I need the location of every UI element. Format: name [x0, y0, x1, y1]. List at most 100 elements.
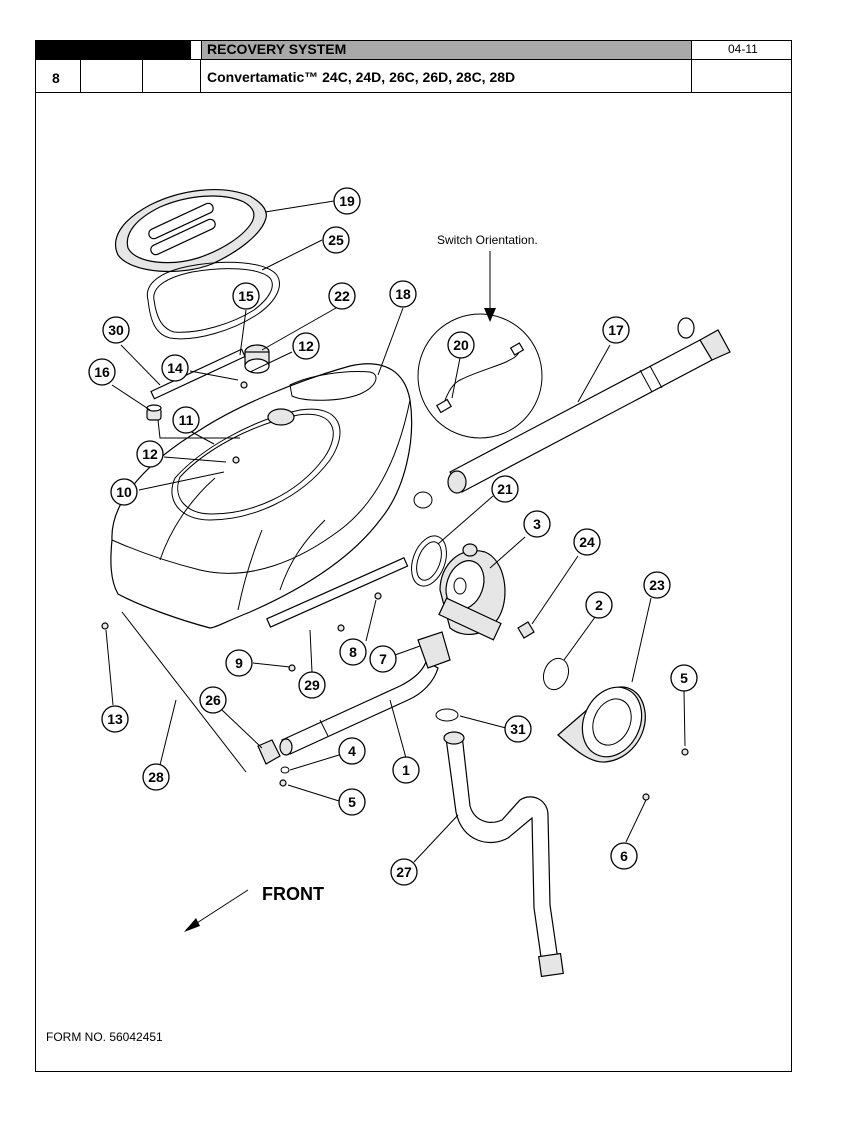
callout-25: 25 — [322, 226, 350, 254]
svg-text:20: 20 — [453, 337, 469, 353]
callout-10: 10 — [110, 478, 138, 506]
strip-part — [150, 348, 246, 400]
svg-text:10: 10 — [116, 484, 132, 500]
callout-17: 17 — [602, 316, 630, 344]
callout-31: 31 — [504, 715, 532, 743]
screws — [101, 381, 689, 801]
svg-text:4: 4 — [348, 743, 356, 759]
header-black-cell — [35, 40, 191, 60]
switch-detail-circle — [417, 313, 543, 439]
svg-text:14: 14 — [167, 360, 183, 376]
callout-19: 19 — [333, 187, 361, 215]
svg-text:1: 1 — [402, 762, 410, 778]
drain-hose-27-part — [443, 731, 564, 978]
svg-text:28: 28 — [148, 769, 164, 785]
drain-hose-1-part — [279, 661, 439, 756]
svg-text:9: 9 — [235, 655, 243, 671]
callout-8: 8 — [339, 638, 367, 666]
svg-text:8: 8 — [349, 644, 357, 660]
recovery-tank-part — [110, 363, 413, 629]
callout-5a: 5 — [670, 664, 698, 692]
svg-text:13: 13 — [107, 711, 123, 727]
vacuum-motor-part — [438, 543, 506, 641]
callout-12b: 12 — [136, 440, 164, 468]
motor-cover-part — [557, 686, 646, 763]
callout-16: 16 — [88, 358, 116, 386]
leader-lines — [105, 200, 686, 863]
callout-1: 1 — [392, 756, 420, 784]
svg-text:3: 3 — [533, 516, 541, 532]
svg-text:6: 6 — [620, 848, 628, 864]
callout-12a: 12 — [292, 332, 320, 360]
svg-text:17: 17 — [608, 322, 624, 338]
page-header: RECOVERY SYSTEM 04-11 8 Convertamatic™ 2… — [35, 40, 792, 93]
callout-2: 2 — [585, 591, 613, 619]
gasket-2-part — [542, 657, 570, 691]
svg-text:12: 12 — [142, 446, 158, 462]
svg-text:26: 26 — [205, 692, 221, 708]
svg-text:27: 27 — [396, 864, 412, 880]
callout-18: 18 — [389, 280, 417, 308]
callout-6: 6 — [610, 842, 638, 870]
tank-lid-part — [114, 189, 267, 273]
strap-part — [121, 611, 247, 773]
vacuum-hose-part — [447, 317, 731, 494]
svg-text:5: 5 — [348, 794, 356, 810]
svg-text:16: 16 — [94, 364, 110, 380]
callout-24: 24 — [573, 528, 601, 556]
hose-clamp-31-part — [435, 708, 459, 722]
date-cell — [692, 40, 792, 60]
callout-27: 27 — [390, 858, 418, 886]
section-title: RECOVERY SYSTEM — [207, 41, 347, 57]
header-empty-cell-3 — [692, 60, 792, 93]
cap-part — [146, 404, 162, 421]
callout-4: 4 — [338, 737, 366, 765]
svg-text:19: 19 — [339, 193, 355, 209]
callout-29: 29 — [298, 671, 326, 699]
callout-3: 3 — [523, 510, 551, 538]
callout-30: 30 — [102, 316, 130, 344]
header-empty-cell-2 — [143, 60, 201, 93]
svg-text:21: 21 — [497, 481, 513, 497]
hose-cap-part — [257, 739, 281, 765]
page-number: 8 — [52, 70, 60, 86]
callout-26: 26 — [199, 686, 227, 714]
section-title-bar — [201, 40, 692, 60]
form-number: FORM NO. 56042451 — [46, 1030, 163, 1044]
svg-text:7: 7 — [379, 651, 387, 667]
svg-text:24: 24 — [579, 534, 595, 550]
svg-text:31: 31 — [510, 721, 526, 737]
header-empty-cell-1 — [81, 60, 143, 93]
callout-20: 20 — [447, 331, 475, 359]
callout-28: 28 — [142, 763, 170, 791]
svg-text:15: 15 — [238, 288, 254, 304]
svg-text:25: 25 — [328, 232, 344, 248]
callout-13: 13 — [101, 705, 129, 733]
drawing-frame — [35, 92, 792, 1072]
callout-15: 15 — [232, 282, 260, 310]
svg-text:29: 29 — [304, 677, 320, 693]
front-label: FRONT — [262, 884, 324, 904]
switch-orientation-note: Switch Orientation. — [437, 233, 538, 247]
svg-text:5: 5 — [680, 670, 688, 686]
lid-gasket-part — [146, 261, 280, 340]
svg-text:30: 30 — [108, 322, 124, 338]
callout-7: 7 — [369, 645, 397, 673]
callout-21: 21 — [491, 475, 519, 503]
svg-text:18: 18 — [395, 286, 411, 302]
tank-seal-strip-part — [266, 557, 409, 628]
float-part — [244, 344, 270, 374]
svg-text:2: 2 — [595, 597, 603, 613]
callout-5b: 5 — [338, 788, 366, 816]
bracket-part — [417, 631, 451, 669]
motor-gasket-part — [411, 535, 447, 587]
front-arrow — [184, 889, 249, 932]
callout-11: 11 — [172, 406, 200, 434]
callout-22: 22 — [328, 282, 356, 310]
date-label: 04-11 — [728, 42, 758, 56]
svg-text:12: 12 — [298, 338, 314, 354]
model-line: Convertamatic™ 24C, 24D, 26C, 26D, 28C, … — [207, 69, 516, 85]
svg-text:22: 22 — [334, 288, 350, 304]
svg-text:23: 23 — [649, 577, 665, 593]
